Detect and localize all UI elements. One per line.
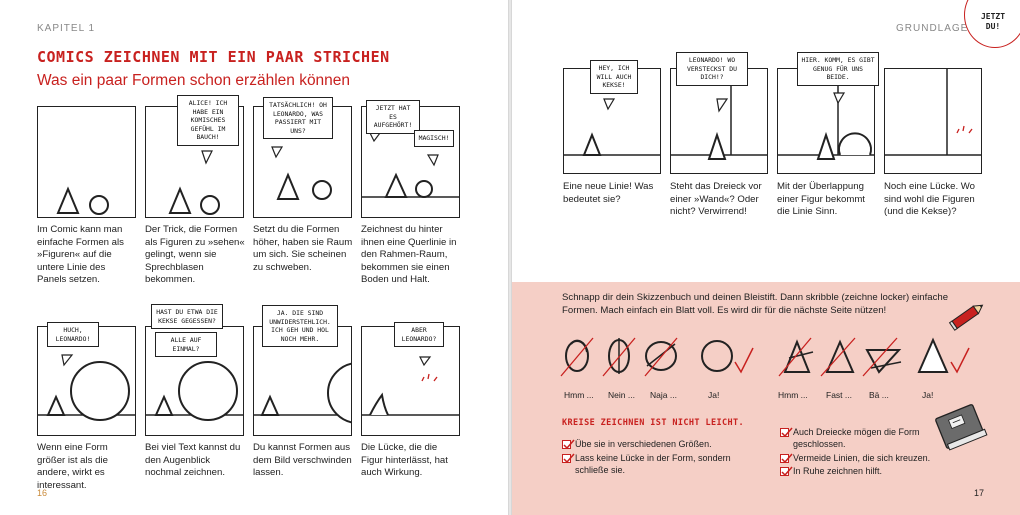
shape-label: Fast ...	[826, 390, 852, 400]
panel-drawing	[362, 356, 459, 416]
panel-caption: Zeichnest du hinter ihnen eine Querlinie…	[361, 224, 457, 286]
sketchbook-icon	[935, 404, 988, 451]
speech-bubble: ALICE! ICH HABE EIN KOMISCHES GEFÜHL IM …	[177, 95, 239, 146]
tip-item: Übe sie in verschiedenen Größen.	[562, 438, 762, 450]
tip-item: Lass keine Lücke in der Form, sondern sc…	[562, 452, 762, 476]
speech-bubble: ALLE AUF EINMAL?	[155, 332, 217, 358]
panel-caption: Eine neue Linie! Was bedeutet sie?	[563, 181, 654, 205]
book-spine	[508, 0, 512, 515]
speech-bubble: HUCH, LEONARDO!	[47, 322, 99, 348]
tip-text: In Ruhe zeichnen hilft.	[793, 466, 883, 476]
shape-label: Hmm ...	[778, 390, 808, 400]
tip-text: Vermeide Linien, die sich kreuzen.	[793, 453, 931, 463]
shape-practice-drawing	[560, 337, 970, 377]
panel-drawing	[271, 146, 332, 200]
page-number: 16	[37, 488, 48, 498]
panel-caption: Du kannst Formen aus dem Bild verschwind…	[253, 442, 352, 479]
speech-bubble: JA. DIE SIND UNWIDERSTEHLICH. ICH GEH UN…	[262, 305, 338, 348]
panel-caption: Wenn eine Form größer ist als die andere…	[37, 442, 108, 491]
speech-bubble: ABER LEONARDO?	[394, 322, 444, 348]
panel-drawing	[168, 150, 220, 215]
comic-panel-5	[37, 326, 136, 436]
panel-caption: Setzt du die Formen höher, haben sie Rau…	[253, 224, 353, 273]
shape-label: Nein ...	[608, 390, 635, 400]
panel-drawing	[254, 362, 351, 424]
shape-label: Ja!	[708, 390, 720, 400]
speech-bubble: JETZT HAT ES AUFGEHÖRT!	[366, 100, 420, 134]
tip-item: Auch Dreiecke mögen die Form geschlossen…	[780, 426, 930, 450]
page-title: COMICS ZEICHNEN MIT EIN PAAR STRICHEN	[37, 48, 390, 66]
pencil-icon	[948, 304, 984, 331]
speech-bubble: MAGISCH!	[414, 130, 454, 147]
panel-drawing	[778, 69, 874, 160]
panel-caption: Noch eine Lücke. Wo sind wohl die Figure…	[884, 181, 976, 218]
panel-caption: Im Comic kann man einfache Formen als »F…	[37, 224, 124, 286]
tip-text: Übe sie in verschiedenen Größen.	[575, 439, 712, 449]
comic-panel-1	[37, 106, 136, 218]
speech-bubble: TATSÄCHLICH! OH LEONARDO, WAS PASSIERT M…	[263, 97, 333, 140]
right-page: GRUNDLAGEN HEY, ICH WILL AUCH KEKSE! LEO…	[512, 0, 1020, 515]
panel-caption: Bei viel Text kannst du den Augenblick n…	[145, 442, 241, 479]
panel-drawing	[362, 132, 459, 198]
checkbox-icon	[780, 466, 793, 477]
panel-drawing	[56, 186, 109, 215]
exercise-intro: Schnapp dir dein Skizzenbuch und deinen …	[562, 292, 949, 316]
panel-drawing	[146, 361, 243, 421]
tip-text: Auch Dreiecke mögen die Form geschlossen…	[793, 427, 920, 449]
panel-caption: Die Lücke, die die Figur hinterlässt, ha…	[361, 442, 448, 479]
checkbox-icon	[562, 439, 575, 450]
panel-caption: Der Trick, die Formen als Figuren zu »se…	[145, 224, 245, 286]
badge-text: JETZT DU!	[980, 12, 1006, 31]
speech-bubble: HIER. KOMM, ES GIBT GENUG FÜR UNS BEIDE.	[797, 52, 879, 86]
section-label: GRUNDLAGEN	[896, 23, 977, 34]
checkbox-icon	[562, 453, 575, 464]
panel-drawing	[564, 98, 660, 156]
chapter-label: KAPITEL 1	[37, 23, 96, 34]
shape-label: Naja ...	[650, 390, 677, 400]
speech-bubble: HAST DU ETWA DIE KEKSE GEGESSEN?	[151, 304, 223, 330]
speech-bubble: HEY, ICH WILL AUCH KEKSE!	[590, 60, 638, 94]
page-number: 17	[974, 488, 985, 498]
comic-panel-12	[884, 68, 982, 174]
panel-caption: Steht das Dreieck vor einer »Wand«? Oder…	[670, 181, 762, 218]
shape-label: Bä ...	[869, 390, 889, 400]
speech-bubble: LEONARDO! WO VERSTECKST DU DICH!?	[676, 52, 748, 86]
left-page: KAPITEL 1 COMICS ZEICHNEN MIT EIN PAAR S…	[0, 0, 508, 515]
tip-item: In Ruhe zeichnen hilft.	[780, 465, 950, 477]
panel-drawing	[885, 69, 981, 156]
tip-text: Lass keine Lücke in der Form, sondern sc…	[575, 453, 731, 475]
panel-drawing	[38, 354, 135, 421]
exercise-box: Schnapp dir dein Skizzenbuch und deinen …	[512, 282, 1020, 515]
checkbox-icon	[780, 453, 793, 464]
checkbox-icon	[780, 427, 793, 438]
shape-label: Hmm ...	[564, 390, 594, 400]
now-you-badge	[964, 0, 1020, 48]
tips-title: KREISE ZEICHNEN IST NICHT LEICHT.	[562, 418, 745, 428]
page-subtitle: Was ein paar Formen schon erzählen könne…	[37, 72, 351, 89]
shape-label: Ja!	[922, 390, 934, 400]
panel-caption: Mit der Überlappung einer Figur bekommt …	[777, 181, 865, 218]
tip-item: Vermeide Linien, die sich kreuzen.	[780, 452, 950, 464]
